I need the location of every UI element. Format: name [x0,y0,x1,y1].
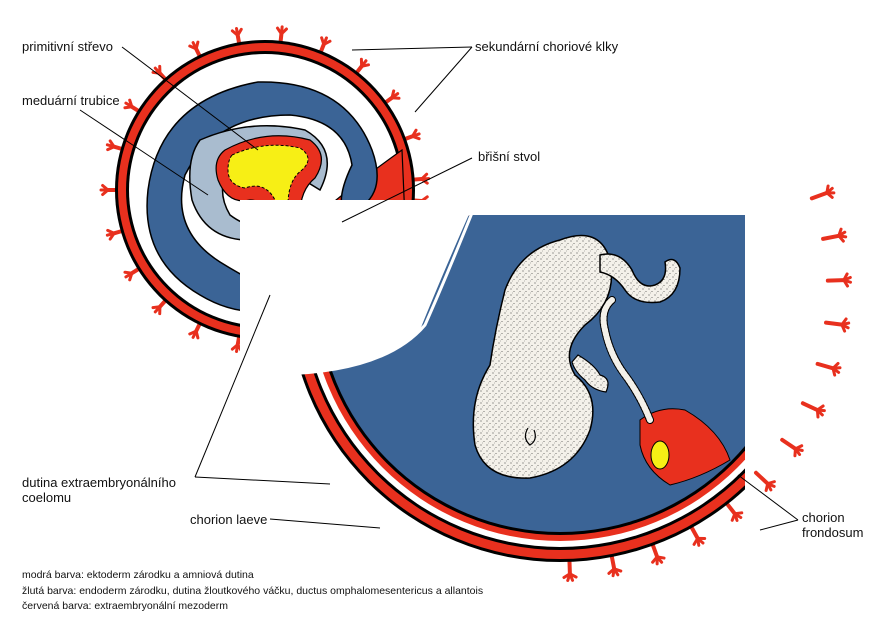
label-coelom-line2: coelomu [22,490,71,505]
legend-yellow: žlutá barva: endoderm zárodku, dutina žl… [22,585,483,597]
frondosum-villus [815,361,842,377]
leader-coelom-2 [194,476,331,485]
label-body-stalk: břišní stvol [478,149,540,164]
leader-frondosum-2 [759,519,799,531]
label-secondary-villi: sekundární choriové klky [475,39,619,54]
frondosum-villus [821,227,848,243]
white-gap [240,200,470,373]
label-chorion-laeve: chorion laeve [190,512,267,527]
labels: primitivní střevo meduární trubice sekun… [22,39,863,540]
leader-body-stalk [341,157,473,223]
frondosum-villus [824,317,851,333]
leader-frondosum-1 [737,474,799,521]
embryo-ear [524,427,536,446]
color-legend: modrá barva: ektoderm zárodku a amniová … [22,569,483,612]
leader-coelom-1 [194,294,271,478]
frondosum-villus [562,555,578,582]
frondosum-villus [754,470,776,493]
frondosum-villus [800,401,826,419]
embryo-arm [571,354,609,393]
leader-primitive-gut [121,46,259,151]
label-chorion-frondosum-line2: frondosum [802,525,863,540]
allantois [650,440,670,470]
leader-chorion-laeve [269,518,381,529]
villus [381,89,401,107]
leader-neural-tube [79,109,209,196]
label-neural-tube: meduární trubice [22,93,120,108]
leader-villi-2 [414,46,473,113]
label-chorion-frondosum-line1: chorion [802,510,845,525]
legend-red: červená barva: extraembryonální mezoderm [22,600,228,612]
embryo-body [472,234,613,479]
frondosum-villus [780,437,804,458]
embryo-limb [599,253,681,304]
villus [99,183,121,197]
chorion-frondosum-villi [562,184,852,582]
legend-blue: modrá barva: ektoderm zárodku a amniová … [22,569,254,581]
late-vesicle-edge [279,212,474,376]
label-primitive-gut: primitivní střevo [22,39,113,54]
leader-villi-1 [351,46,473,51]
frondosum-villus [825,272,852,288]
late-chorionic-vesicle [240,184,852,582]
label-coelom-line1: dutina extraembryonálního [22,475,176,490]
frondosum-villus [809,184,836,201]
